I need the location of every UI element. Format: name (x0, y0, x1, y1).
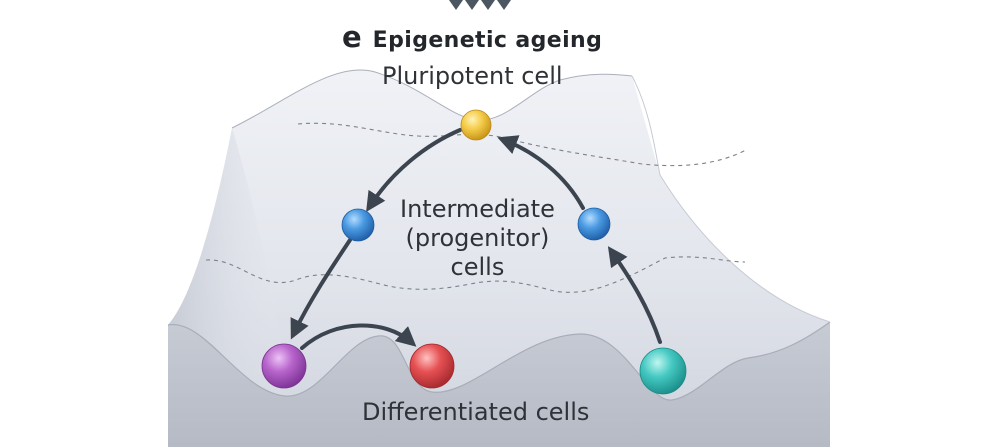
cells (261, 109, 687, 395)
differentiated-cell-purple (261, 343, 307, 389)
trajectory-arrows (290, 128, 662, 350)
top-tick-marks (449, 0, 511, 10)
arrow-intermediate-right-to-pluripotent (497, 135, 585, 210)
landscape-right-contour (631, 75, 831, 323)
arrow-purple-to-red (300, 323, 417, 350)
intermediate-cell-left (341, 208, 375, 242)
landscape-front-edge (167, 321, 831, 401)
differentiated-cell-teal (639, 347, 687, 395)
intermediate-cells-label: Intermediate (progenitor) cells (400, 195, 555, 282)
intermediate-label-line-2: (progenitor) (405, 224, 550, 252)
pluripotent-cell (460, 109, 492, 141)
contour-line-lower (205, 256, 746, 293)
panel-letter: e (342, 20, 362, 54)
arrow-pluripotent-to-intermediate-left (366, 128, 462, 213)
panel-title-text: Epigenetic ageing (372, 28, 603, 53)
differentiated-cell-red (409, 343, 455, 389)
arrow-intermediate-left-to-purple (290, 238, 352, 340)
pluripotent-cell-label: Pluripotent cell (382, 62, 563, 90)
arrow-teal-to-intermediate-right (607, 246, 662, 344)
intermediate-cell-right (577, 207, 611, 241)
intermediate-label-line-1: Intermediate (400, 195, 555, 223)
panel-title: e Epigenetic ageing (342, 20, 602, 54)
intermediate-label-line-3: cells (450, 253, 505, 281)
differentiated-cells-label: Differentiated cells (362, 398, 590, 426)
landscape-front-floor (168, 322, 830, 447)
